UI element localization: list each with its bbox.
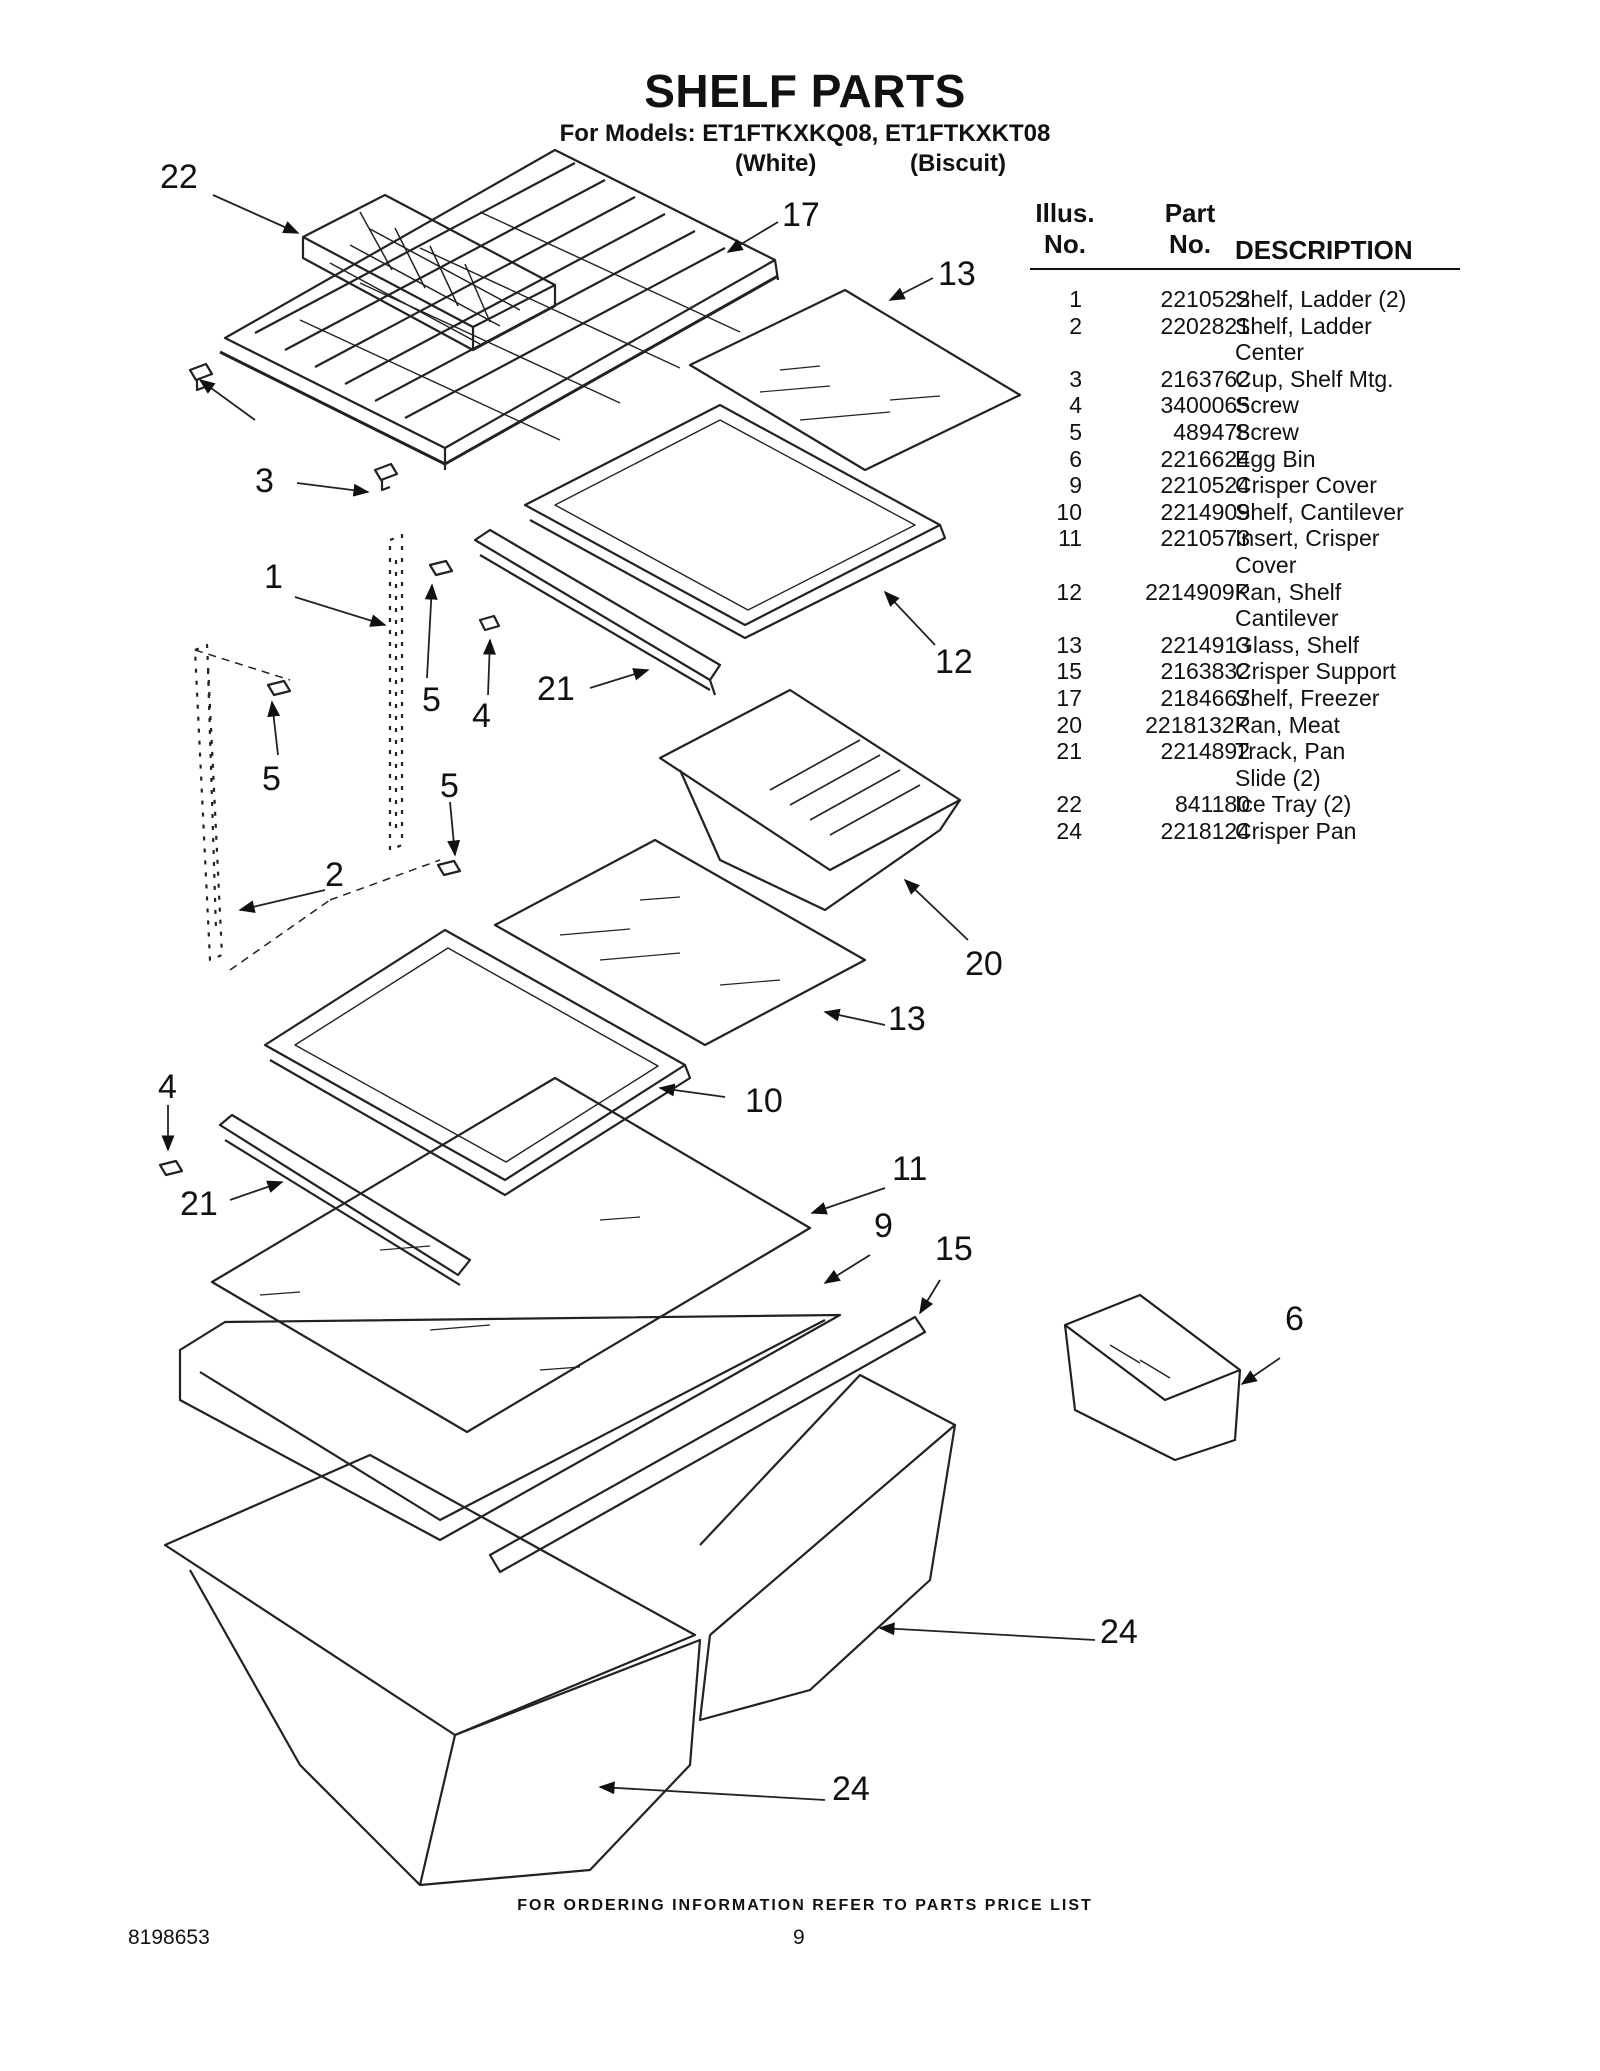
glass-shelf-lower-drawing <box>493 838 867 1047</box>
shelf-cup-drawing <box>188 362 399 492</box>
callout-leaders <box>161 194 1281 1801</box>
egg-bin-drawing <box>1063 1293 1242 1462</box>
callout-2: 2 <box>325 856 344 894</box>
callout-20: 20 <box>965 945 1003 983</box>
callout-9: 9 <box>874 1207 893 1245</box>
callout-11: 11 <box>892 1150 928 1188</box>
col-part-no: Part No. <box>1164 198 1216 259</box>
callout-4-a: 4 <box>472 697 491 735</box>
ladder-shelf-drawing <box>193 533 441 971</box>
variant-biscuit-label: (Biscuit) <box>910 150 1006 177</box>
callout-13-upper: 13 <box>938 255 976 293</box>
callout-17: 17 <box>782 196 820 234</box>
callout-6: 6 <box>1285 1300 1304 1338</box>
screw-drawing <box>158 559 501 1177</box>
parts-table-header: Illus. No. Part No. DESCRIPTION <box>1030 198 1460 270</box>
variant-white-label: (White) <box>735 150 817 177</box>
cantilever-shelf-drawing <box>263 928 692 1197</box>
col-description: DESCRIPTION <box>1235 235 1413 265</box>
crisper-cover-drawing <box>178 1313 842 1542</box>
freezer-shelf-drawing <box>219 148 780 470</box>
callout-5-a: 5 <box>422 681 441 719</box>
callout-10: 10 <box>745 1082 783 1120</box>
models-line: For Models: ET1FTKXKQ08, ET1FTKXKT08 <box>559 120 1051 147</box>
ice-tray-drawing <box>301 193 557 352</box>
callout-24-bottom: 24 <box>832 1770 870 1808</box>
glass-shelf-upper-drawing <box>688 288 1022 472</box>
ordering-note: FOR ORDERING INFORMATION REFER TO PARTS … <box>517 1897 1093 1914</box>
callout-5-b: 5 <box>262 760 281 798</box>
crisper-support-drawing <box>488 1315 927 1574</box>
document-number: 8198653 <box>128 1926 210 1949</box>
col-illus-no: Illus. No. <box>1035 198 1095 259</box>
callout-22: 22 <box>160 158 198 196</box>
callout-4-b: 4 <box>158 1068 177 1106</box>
page-number: 9 <box>793 1926 805 1949</box>
pan-slide-track-upper-drawing <box>473 528 722 696</box>
meat-pan-drawing <box>658 688 962 912</box>
callout-12: 12 <box>935 643 973 681</box>
page-title: SHELF PARTS <box>644 65 966 117</box>
crisper-pan-drawing <box>163 1373 957 1887</box>
pan-slide-track-lower-drawing <box>218 1113 472 1286</box>
callout-5-c: 5 <box>440 767 459 805</box>
crisper-cover-insert-drawing <box>210 1076 812 1434</box>
callout-3: 3 <box>255 462 274 500</box>
callout-13-lower: 13 <box>888 1000 926 1038</box>
callout-21-lower: 21 <box>180 1185 218 1223</box>
callout-1: 1 <box>264 558 283 596</box>
callout-24-right: 24 <box>1100 1613 1138 1651</box>
cantilever-pan-upper-drawing <box>523 403 947 640</box>
callout-15: 15 <box>935 1230 973 1268</box>
callout-21-upper: 21 <box>537 670 575 708</box>
